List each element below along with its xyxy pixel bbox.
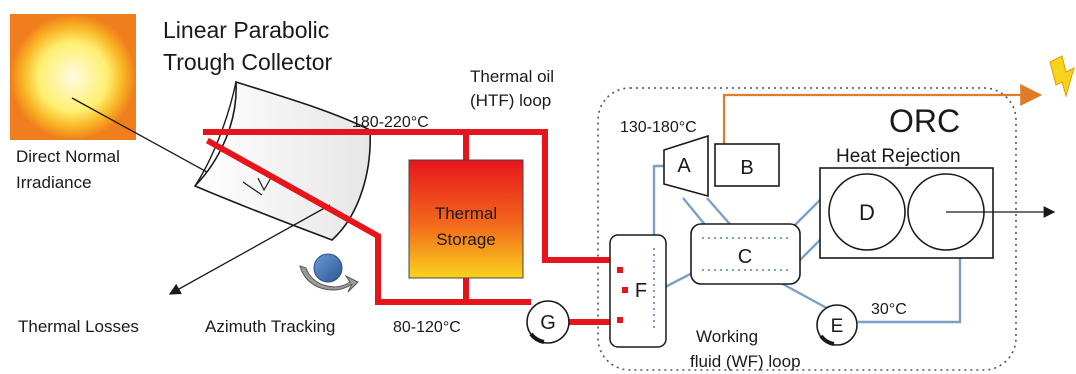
irradiance-label-line1: Direct Normal [16, 147, 120, 166]
wf-loop-label-line1: Working [696, 327, 758, 346]
irradiance-label-line2: Irradiance [16, 173, 92, 192]
generator-B [714, 143, 780, 187]
trough-collector [193, 80, 372, 241]
heat-rejection-label: Heat Rejection [836, 146, 961, 167]
evaporator-hot-dots [617, 267, 628, 323]
htf-loop-label-line2: (HTF) loop [470, 91, 551, 110]
label-E: E [831, 316, 844, 337]
evaporator-F [609, 234, 667, 348]
label-G: G [540, 312, 556, 334]
label-F: F [635, 280, 647, 302]
label-B: B [740, 157, 753, 179]
htf-loop-label-line1: Thermal oil [470, 67, 554, 86]
collector-title-line2: Trough Collector [163, 49, 333, 75]
azimuth-tracking-icon [299, 253, 359, 293]
pump-G [526, 300, 570, 344]
thermal-storage-tank [408, 159, 524, 279]
storage-label-line1: Thermal [435, 204, 497, 223]
sun-icon [10, 14, 136, 140]
htf-loop-pipes [203, 129, 615, 325]
turbine-temp: 130-180°C [620, 119, 697, 136]
condenser-D [828, 173, 906, 251]
collector-title-line1: Linear Parabolic [163, 17, 329, 43]
orc-title: ORC [889, 103, 960, 139]
turbine-A [663, 134, 709, 198]
azimuth-tracking-label: Azimuth Tracking [205, 317, 335, 336]
htf-hot-temp: 180-220°C [352, 114, 429, 131]
thermal-losses-label: Thermal Losses [18, 317, 139, 336]
label-C: C [738, 246, 752, 268]
label-A: A [677, 155, 691, 177]
condensed-temp: 30°C [871, 301, 907, 318]
wf-loop-label-line2: fluid (WF) loop [690, 352, 801, 371]
pump-E [816, 304, 858, 346]
label-D: D [859, 200, 875, 225]
storage-label-line2: Storage [436, 230, 496, 249]
htf-cold-temp: 80-120°C [393, 319, 461, 336]
lightning-icon [1049, 55, 1075, 98]
power-output-line [722, 84, 1043, 144]
thermal-losses-arrow [168, 204, 331, 295]
recuperator-C [690, 223, 801, 285]
